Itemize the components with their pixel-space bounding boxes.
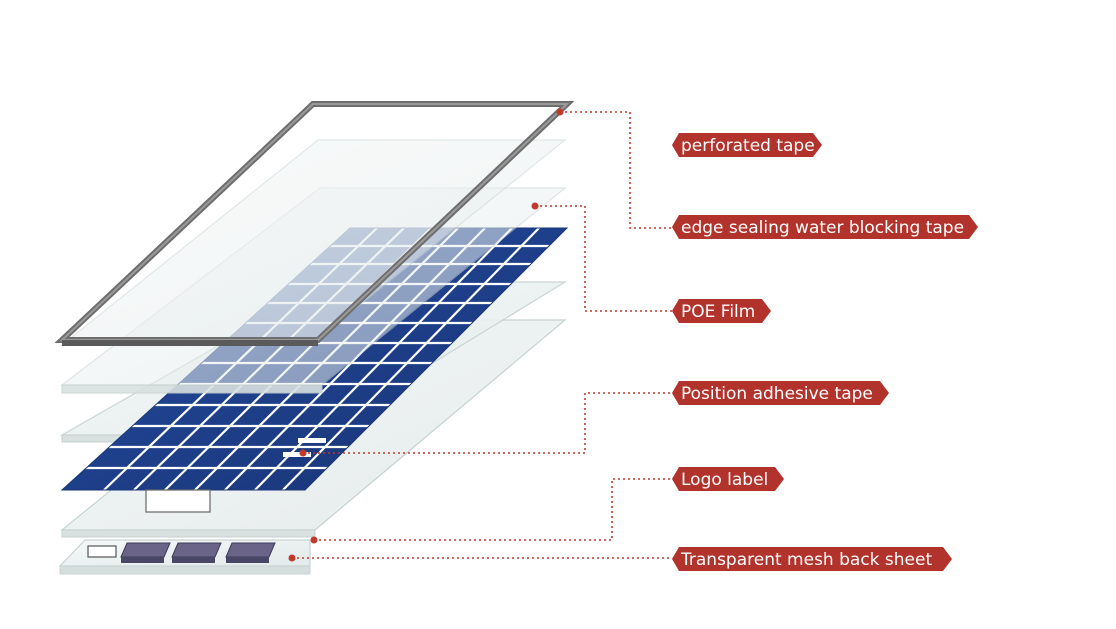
label-logo-label-text: Logo label	[681, 470, 768, 490]
label-edge-sealing-text: edge sealing water blocking tape	[681, 218, 964, 238]
leader-poe-film	[303, 392, 672, 454]
label-position-adhesive: Position adhesive tape	[672, 381, 889, 405]
leader-dots	[288, 108, 564, 562]
label-poe-film-text: POE Film	[681, 302, 755, 322]
leader-edge-sealing	[535, 205, 672, 312]
label-back-sheet-text: Transparent mesh back sheet	[680, 550, 932, 570]
junction-boxes	[120, 542, 276, 563]
logo-label-white	[145, 489, 211, 513]
labels: perforated tape edge sealing water block…	[672, 133, 978, 571]
panel-layers	[54, 101, 575, 575]
label-edge-sealing: edge sealing water blocking tape	[672, 215, 978, 239]
label-back-sheet: Transparent mesh back sheet	[672, 547, 952, 571]
leader-position-adhesive	[314, 478, 672, 541]
label-perforated-tape: perforated tape	[672, 133, 822, 157]
label-position-adhesive-text: Position adhesive tape	[681, 384, 873, 404]
label-logo-label: Logo label	[672, 467, 784, 491]
label-poe-film: POE Film	[672, 299, 771, 323]
leader-perforated-tape	[560, 111, 672, 229]
layer-back-sheet	[58, 539, 311, 575]
position-adhesive-strips	[283, 438, 326, 457]
leader-lines	[292, 111, 672, 559]
layer-perforated-frame	[54, 101, 575, 346]
label-perforated-tape-text: perforated tape	[681, 136, 815, 156]
back-sheet-white-tab	[87, 545, 117, 558]
